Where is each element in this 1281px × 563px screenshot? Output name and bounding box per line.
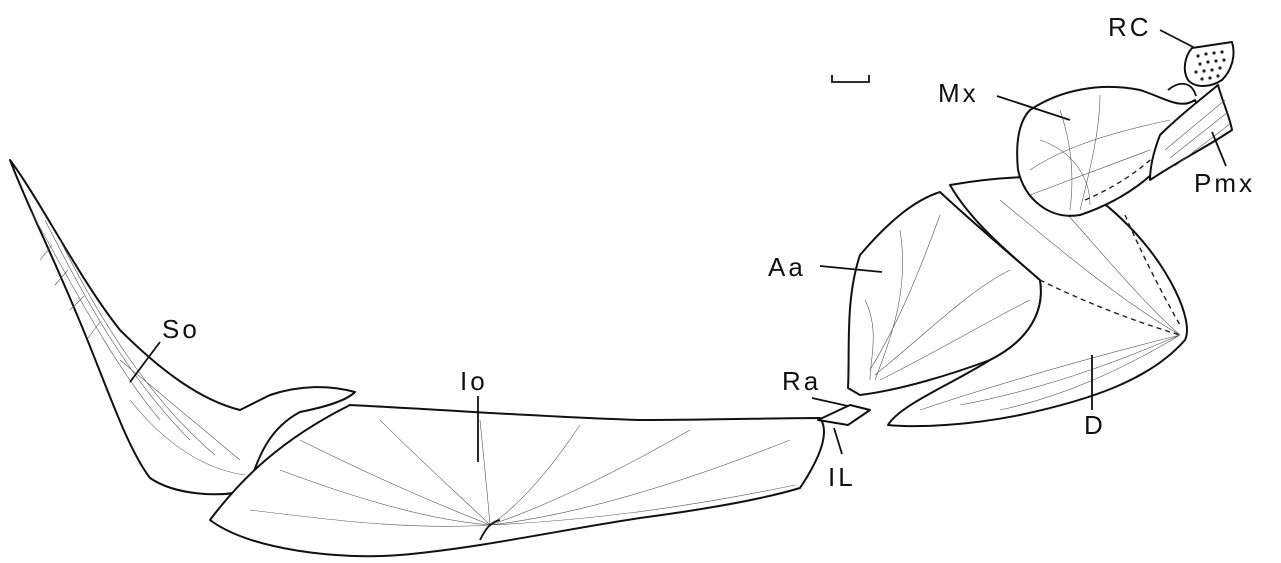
il-connector	[818, 405, 870, 425]
label-so: So	[162, 314, 200, 344]
label-il: IL	[828, 462, 856, 492]
label-io: Io	[460, 366, 488, 396]
leader-rc	[1160, 30, 1195, 48]
leader-ra	[812, 398, 848, 406]
leader-il	[834, 428, 842, 454]
label-pmx: Pmx	[1194, 168, 1255, 198]
label-ra: Ra	[782, 366, 821, 396]
label-rc: RC	[1108, 12, 1152, 42]
label-d: D	[1084, 410, 1106, 440]
rostral-cartilage	[1185, 42, 1234, 86]
infraorbital-bone	[210, 405, 824, 556]
label-aa: Aa	[768, 252, 806, 282]
scale-bar	[832, 75, 869, 82]
label-mx: Mx	[938, 78, 979, 108]
